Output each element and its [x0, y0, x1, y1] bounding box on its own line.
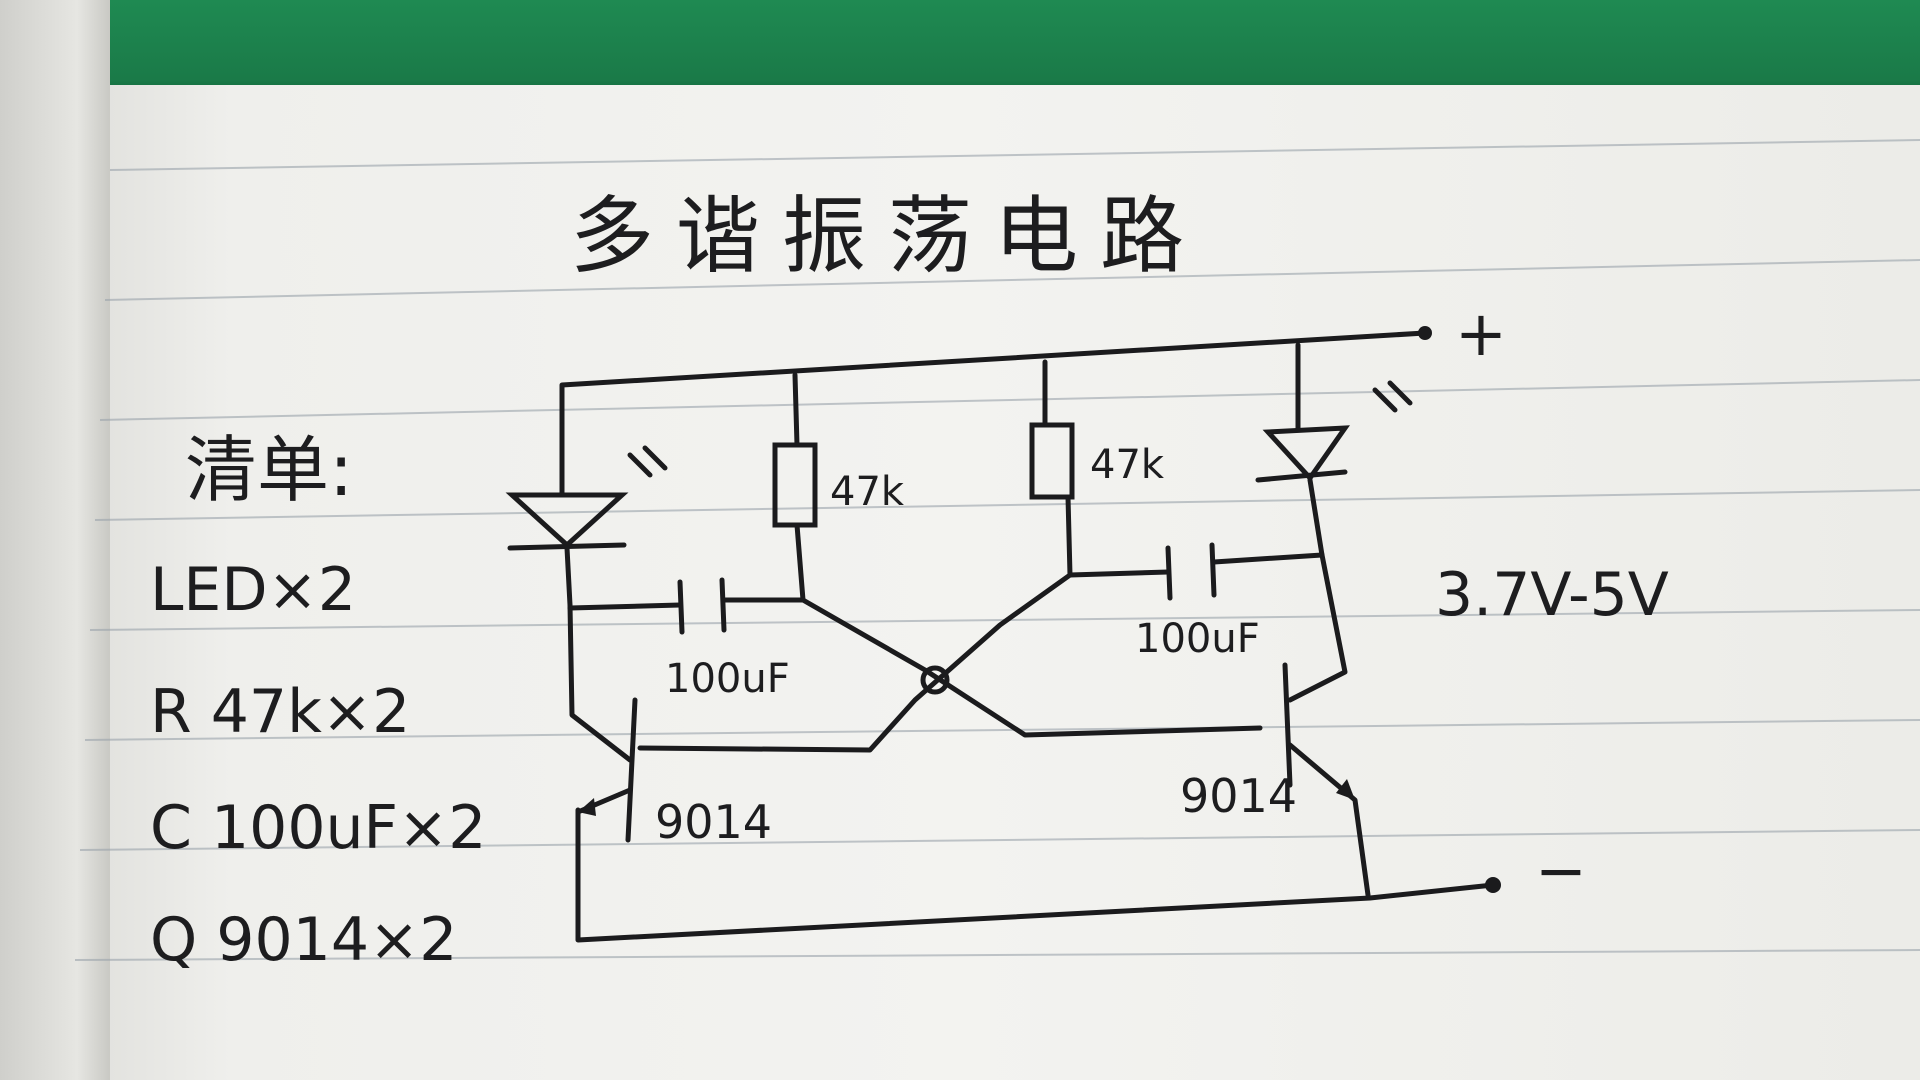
green-cover-strip: [100, 0, 1920, 100]
parts-list-item-capacitor: C 100uF×2: [150, 793, 486, 863]
transistor-right: [1282, 552, 1371, 898]
positive-terminal-label: +: [1455, 297, 1507, 370]
resistor-right-label: 47k: [1090, 442, 1165, 488]
positive-rail: [559, 326, 1432, 428]
resistor-left-label: 47k: [830, 469, 905, 515]
resistor-right: [1029, 359, 1075, 578]
capacitor-left-label: 100uF: [665, 656, 790, 702]
negative-terminal-label: −: [1535, 834, 1587, 907]
supply-voltage-label: 3.7V-5V: [1435, 560, 1669, 630]
transistor-left-label: 9014: [655, 795, 772, 849]
diagram-title: 多谐振荡电路: [570, 187, 1206, 285]
led-right: [1255, 342, 1413, 558]
parts-list-heading: 清单:: [185, 428, 353, 512]
notebook-page: [0, 85, 1920, 1080]
parts-list-item-led: LED×2: [150, 555, 356, 625]
cross-coupling-wires: [637, 572, 1263, 753]
parts-list-item-transistor: Q 9014×2: [150, 905, 457, 975]
parts-list-item-resistor: R 47k×2: [150, 677, 410, 747]
negative-rail: [575, 807, 1501, 943]
transistor-left: [567, 602, 638, 843]
capacitor-right-label: 100uF: [1135, 616, 1260, 662]
led-left: [505, 422, 668, 608]
notebook-left-page: [0, 0, 110, 1080]
capacitor-left: [567, 577, 806, 635]
capacitor-right: [1067, 542, 1325, 601]
resistor-left: [772, 372, 818, 603]
transistor-right-label: 9014: [1180, 769, 1297, 823]
